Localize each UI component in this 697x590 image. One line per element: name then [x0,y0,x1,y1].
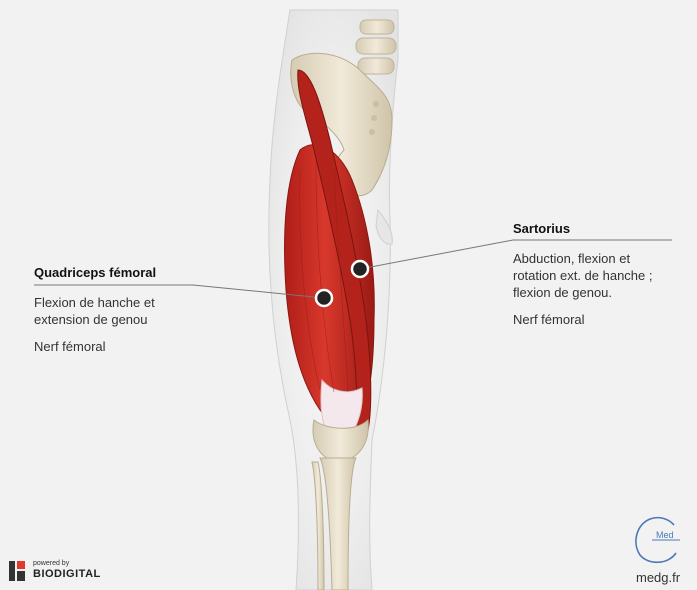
fibula [311,461,325,590]
vertebrae [355,19,397,75]
quadriceps-label: Quadriceps fémoral Flexion de hanche et … [34,265,214,363]
medg-site-text[interactable]: medg.fr [636,570,681,585]
tibia [319,457,357,590]
quadriceps-marker[interactable] [314,288,334,308]
sartorius-marker[interactable] [350,259,370,279]
knee-bone [312,418,369,463]
quadriceps-function: Flexion de hanche et extension de genou [34,294,214,328]
quadriceps-nerve: Nerf fémoral [34,339,106,354]
muscle-fibres [299,159,349,393]
powered-by-text: powered by [33,559,70,567]
quadriceps-function-line1: Flexion de hanche et [34,295,155,310]
sartorius-function-line3: flexion de genou. [513,285,613,300]
quadriceps-leader-line [34,284,325,299]
sartorius-function-line2: rotation ext. de hanche ; [513,268,653,283]
quadriceps-title: Quadriceps fémoral [34,265,157,280]
biodigital-name: BIODIGITAL [33,567,101,580]
medg-logo-word: Med [656,530,674,540]
sartorius-leader-line [359,239,672,270]
sartorius-label: Sartorius Abduction, flexion et rotation… [513,221,688,336]
biodigital-mark-icon [9,559,27,581]
sartorius-title: Sartorius [513,221,571,236]
biodigital-logo[interactable]: powered by BIODIGITAL [9,557,101,583]
medg-logo-icon: Med [635,516,680,564]
quadriceps-function-line2: extension de genou [34,312,148,327]
sartorius-function: Abduction, flexion et rotation ext. de h… [513,250,688,301]
sartorius-nerve: Nerf fémoral [513,312,585,327]
sartorius-function-line1: Abduction, flexion et [513,251,631,266]
